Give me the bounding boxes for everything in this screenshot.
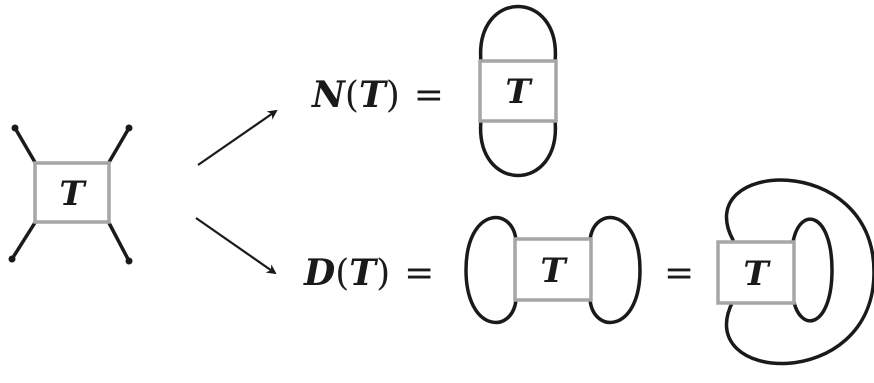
- endpoint-dot-se: [125, 257, 133, 265]
- denominator-equation: D(T)=: [303, 252, 434, 294]
- tangle-end-se: [106, 219, 131, 263]
- endpoint-dot-nw: [11, 124, 19, 132]
- denominator-right-arc: [588, 215, 642, 325]
- isotopy-inner-loop: [791, 217, 834, 323]
- numerator-closure: N(T)= T: [311, 4, 558, 178]
- denominator-box: [513, 237, 593, 302]
- arrow-to-denominator: [195, 217, 277, 275]
- tangle-box: [33, 161, 111, 224]
- denominator-second-equals: =: [664, 253, 694, 294]
- isotopy-outer-loop: [724, 178, 874, 366]
- endpoint-dot-sw: [8, 255, 16, 263]
- numerator-box-label: T: [505, 72, 533, 112]
- numerator-top-arc: [479, 4, 557, 64]
- numerator-bottom-arc: [479, 118, 557, 178]
- arrow-to-numerator: [197, 109, 278, 166]
- input-tangle: T: [8, 124, 133, 265]
- tangle-end-sw: [10, 219, 38, 261]
- tangle-end-nw: [13, 126, 38, 166]
- tangle-end-ne: [106, 126, 131, 166]
- numerator-box: [478, 59, 558, 123]
- tangle-box-label: T: [59, 174, 87, 214]
- denominator-closure: D(T)= T = T: [303, 178, 874, 366]
- endpoint-dot-ne: [125, 124, 133, 132]
- denominator-box-label: T: [540, 251, 568, 291]
- isotopy-box-label: T: [743, 254, 771, 294]
- numerator-equation: N(T)=: [311, 74, 444, 116]
- isotopy-box: [716, 240, 796, 305]
- denominator-left-arc: [464, 215, 518, 325]
